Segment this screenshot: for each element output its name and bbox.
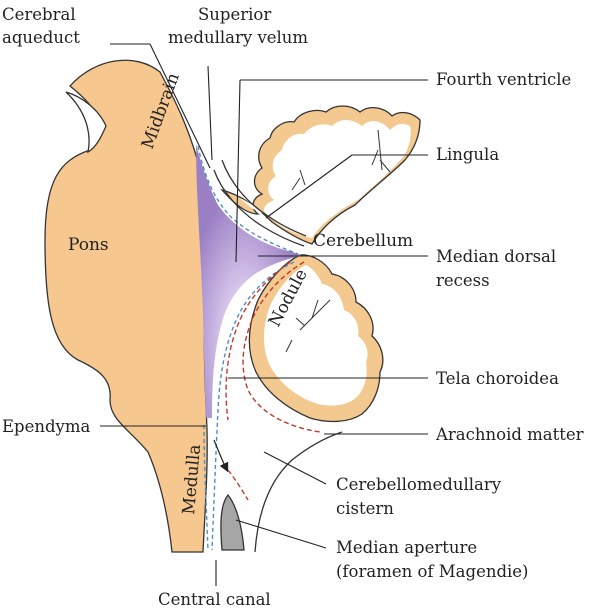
cerebellum-upper-inner	[240, 120, 411, 238]
superior-medullary-velum-line	[213, 169, 305, 247]
median-dorsal-recess-label: Median dorsal	[436, 247, 556, 266]
cerebellum-lower-inner	[264, 265, 368, 406]
ependyma-label: Ependyma	[2, 417, 91, 436]
median-aperture-label: Median aperture	[336, 538, 477, 557]
brainstem-shape	[44, 59, 208, 553]
cerebral-aqueduct-label-2: aqueduct	[2, 28, 80, 47]
pons-label: Pons	[68, 235, 109, 255]
median-aperture-shape	[220, 493, 245, 551]
fourth-ventricle-cavity	[196, 144, 302, 418]
superior-medullary-velum-label: Superior	[198, 5, 271, 24]
central-canal-label: Central canal	[158, 590, 271, 609]
superior-medullary-velum-label-2: medullary velum	[168, 28, 308, 47]
cistern-boundary-line	[254, 431, 343, 553]
cerebral-aqueduct-label: Cerebral	[2, 5, 76, 24]
lingula-label: Lingula	[436, 145, 499, 164]
cerebellum-label: Cerebellum	[313, 231, 413, 251]
cerebellomedullary-cistern-label-2: cistern	[336, 499, 394, 518]
tela-choroidea-label: Tela choroidea	[436, 369, 559, 388]
leader-lines	[100, 43, 428, 586]
fourth-ventricle-label: Fourth ventricle	[436, 70, 571, 89]
pia-dashed-line	[197, 145, 299, 551]
arachnoid-matter-label: Arachnoid matter	[435, 425, 584, 444]
folia-lines	[285, 129, 391, 353]
arachnoid-dashed-line	[225, 261, 321, 501]
csf-flow-arrow	[213, 439, 229, 473]
cerebellomedullary-cistern-label: Cerebellomedullary	[336, 475, 502, 494]
median-aperture-label-2: (foramen of Magendie)	[336, 562, 529, 581]
midbrain-notch	[65, 91, 107, 154]
median-dorsal-recess-label-2: recess	[436, 271, 490, 290]
